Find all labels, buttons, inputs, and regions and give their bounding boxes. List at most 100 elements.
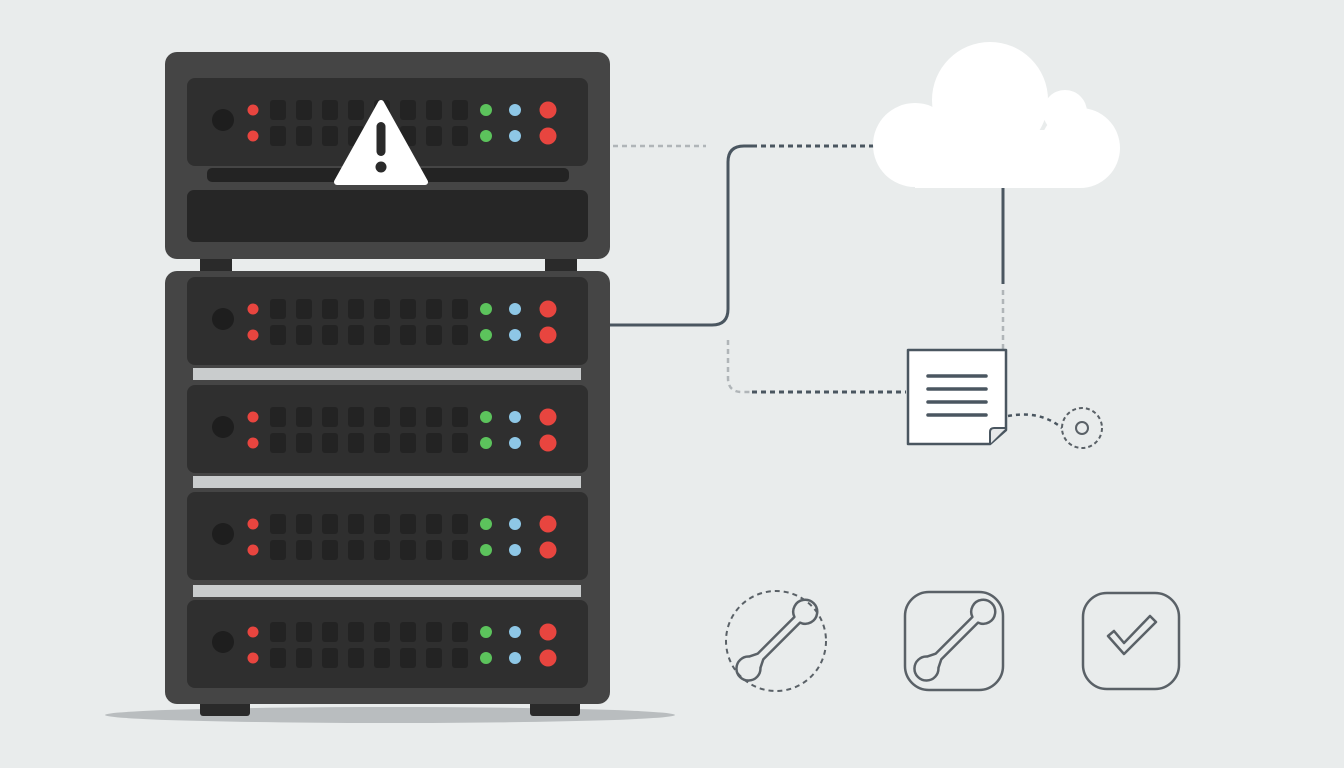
status-led-blue: [509, 544, 521, 556]
drive-slot: [322, 648, 338, 668]
drive-slot: [400, 325, 416, 345]
wrench-icon: [903, 590, 1005, 692]
drive-slot: [270, 540, 286, 560]
drive-slot: [322, 299, 338, 319]
status-led-red: [247, 626, 259, 638]
drive-slot: [322, 325, 338, 345]
drive-slot: [348, 648, 364, 668]
drive-slot: [400, 100, 416, 120]
status-led-blue: [509, 329, 521, 341]
status-led-red: [247, 303, 259, 315]
status-led-blue: [509, 437, 521, 449]
status-led-blue: [509, 130, 521, 142]
drive-slot: [452, 433, 468, 453]
drive-slot: [270, 433, 286, 453]
drive-slot: [452, 514, 468, 534]
status-led-green: [480, 130, 492, 142]
cloud-icon: [873, 42, 1120, 188]
server-rack-frame: [165, 271, 610, 704]
drive-slot: [400, 622, 416, 642]
document-to-node-link: [1007, 413, 1063, 429]
drive-slot: [426, 622, 442, 642]
drive-slot: [452, 325, 468, 345]
drive-slot: [270, 299, 286, 319]
drive-slot: [374, 325, 390, 345]
drive-slot: [426, 325, 442, 345]
drive-slot: [452, 648, 468, 668]
unit-face: [187, 385, 588, 473]
alert-led-red: [539, 649, 557, 667]
status-led-red: [247, 652, 259, 664]
server-units: [187, 78, 588, 688]
drive-slot: [296, 126, 312, 146]
warning-triangle-icon: [334, 100, 428, 185]
drive-slot: [400, 648, 416, 668]
alert-led-red: [539, 408, 557, 426]
drive-slot: [426, 433, 442, 453]
drive-slot: [374, 433, 390, 453]
drive-slot: [400, 407, 416, 427]
drive-slot: [270, 407, 286, 427]
dashed-node-icon: [1061, 407, 1103, 449]
alert-led-red: [539, 541, 557, 559]
status-led-red: [247, 411, 259, 423]
power-button-icon: [212, 308, 234, 330]
rack-connector-right: [545, 259, 577, 273]
rack-floor-shadow: [105, 707, 675, 723]
drive-slot: [296, 100, 312, 120]
drive-slot: [426, 407, 442, 427]
server-unit-3: [187, 385, 588, 473]
status-led-green: [480, 303, 492, 315]
unit-face: [187, 492, 588, 580]
alert-led-red: [539, 101, 557, 119]
drive-slot: [374, 648, 390, 668]
drive-slot: [270, 622, 286, 642]
drive-slot: [374, 622, 390, 642]
server-unit-2: [187, 277, 588, 365]
status-led-red: [247, 518, 259, 530]
server-unit-4: [187, 492, 588, 580]
checkmark-icon: [1081, 591, 1181, 691]
drive-slot: [270, 126, 286, 146]
power-button-icon: [212, 109, 234, 131]
status-led-green: [480, 329, 492, 341]
status-led-green: [480, 544, 492, 556]
drive-slot: [400, 540, 416, 560]
drive-slot: [296, 433, 312, 453]
drive-slot: [348, 100, 364, 120]
drive-slot: [374, 540, 390, 560]
network-connections: [610, 144, 1063, 429]
drive-slot: [452, 299, 468, 319]
power-button-icon: [212, 523, 234, 545]
drive-slot: [296, 648, 312, 668]
drive-slot: [426, 126, 442, 146]
status-led-blue: [509, 104, 521, 116]
drive-slot: [296, 325, 312, 345]
drive-slot: [322, 433, 338, 453]
drive-slot: [322, 622, 338, 642]
drive-slot: [322, 514, 338, 534]
drive-slot: [348, 299, 364, 319]
status-led-green: [480, 652, 492, 664]
alert-led-red: [539, 515, 557, 533]
drive-slot: [426, 100, 442, 120]
power-button-icon: [212, 416, 234, 438]
drive-slot: [348, 622, 364, 642]
status-led-green: [480, 104, 492, 116]
drive-slot: [322, 126, 338, 146]
status-led-blue: [509, 626, 521, 638]
alert-led-red: [539, 623, 557, 641]
drive-slot: [296, 622, 312, 642]
alert-led-red: [539, 127, 557, 145]
status-led-blue: [509, 411, 521, 423]
drive-slot: [374, 299, 390, 319]
drive-slot: [374, 407, 390, 427]
drive-slot: [296, 407, 312, 427]
status-led-green: [480, 437, 492, 449]
unit-face: [187, 600, 588, 688]
drive-slot: [426, 514, 442, 534]
drive-slot: [270, 100, 286, 120]
drive-slot: [452, 100, 468, 120]
drive-slot: [296, 514, 312, 534]
